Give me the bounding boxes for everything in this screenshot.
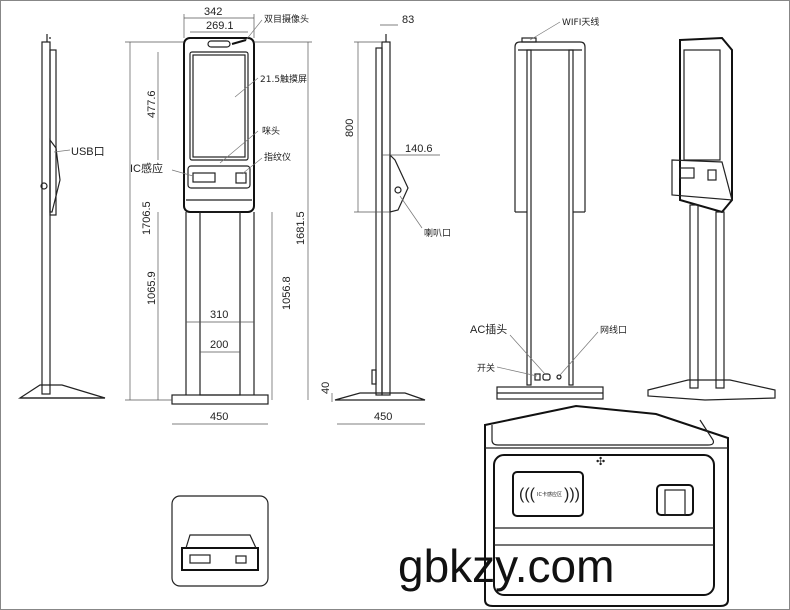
switch-icon xyxy=(534,373,541,381)
wifi-label: WIFI天线 xyxy=(562,16,599,28)
dim-269: 269.1 xyxy=(206,20,234,32)
dim-1681: 1681.5 xyxy=(295,211,307,245)
mic-label: 咪头 xyxy=(262,126,280,137)
side-view: 83 800 140.6 喇叭口 40 450 xyxy=(320,14,451,425)
fingerprint-icon xyxy=(235,172,247,184)
ic-label: IC感应 xyxy=(130,161,163,175)
dim-450-front: 450 xyxy=(210,411,228,423)
usb-label: USB口 xyxy=(71,146,105,158)
dim-140: 140.6 xyxy=(405,143,433,155)
back-view: WIFI天线 AC插头 开关 网线口 xyxy=(470,16,627,400)
signal-right-icon: ))) xyxy=(564,486,580,503)
watermark: gbkzy.com xyxy=(398,540,614,592)
dim-1056: 1056.8 xyxy=(281,276,293,310)
dim-1065: 1065.9 xyxy=(146,271,158,305)
ic-card-text: IC卡感应区 xyxy=(537,491,562,498)
wifi-antenna-icon xyxy=(521,37,537,43)
move-icon: ✣ xyxy=(596,456,605,468)
fingerprint-label: 指纹仪 xyxy=(264,151,291,163)
dim-83: 83 xyxy=(402,14,414,26)
camera-icon xyxy=(207,40,231,48)
speaker-icon xyxy=(40,182,48,190)
speaker-icon xyxy=(394,186,402,194)
dim-800: 800 xyxy=(344,119,356,137)
ac-plug-label: AC插头 xyxy=(470,322,507,336)
ac-plug-icon xyxy=(542,373,551,381)
closeup-view: ((( ))) IC卡感应区 ✣ xyxy=(484,404,729,607)
perspective-view xyxy=(647,36,776,401)
camera-label: 双目摄像头 xyxy=(264,13,309,25)
dim-342: 342 xyxy=(204,6,222,18)
left-side-view: USB口 xyxy=(17,34,106,399)
dim-310: 310 xyxy=(210,309,228,321)
dim-450-side: 450 xyxy=(374,411,392,423)
detail-thumbnail xyxy=(171,495,269,587)
network-label: 网线口 xyxy=(600,324,627,336)
screen-label: 21.5触摸屏 xyxy=(260,73,307,85)
ic-card-area xyxy=(512,471,584,517)
switch-label: 开关 xyxy=(477,362,495,374)
dim-200: 200 xyxy=(210,339,228,351)
speaker-label: 喇叭口 xyxy=(424,227,451,239)
front-view: 342 269.1 1706.5 477.6 1065.9 1681.5 105… xyxy=(125,6,312,425)
dim-477: 477.6 xyxy=(146,90,158,118)
network-port-icon xyxy=(556,374,562,380)
ic-reader-icon xyxy=(192,172,216,183)
signal-left-icon: ((( xyxy=(519,486,536,503)
dim-40: 40 xyxy=(320,382,332,394)
dim-1706: 1706.5 xyxy=(141,201,153,235)
